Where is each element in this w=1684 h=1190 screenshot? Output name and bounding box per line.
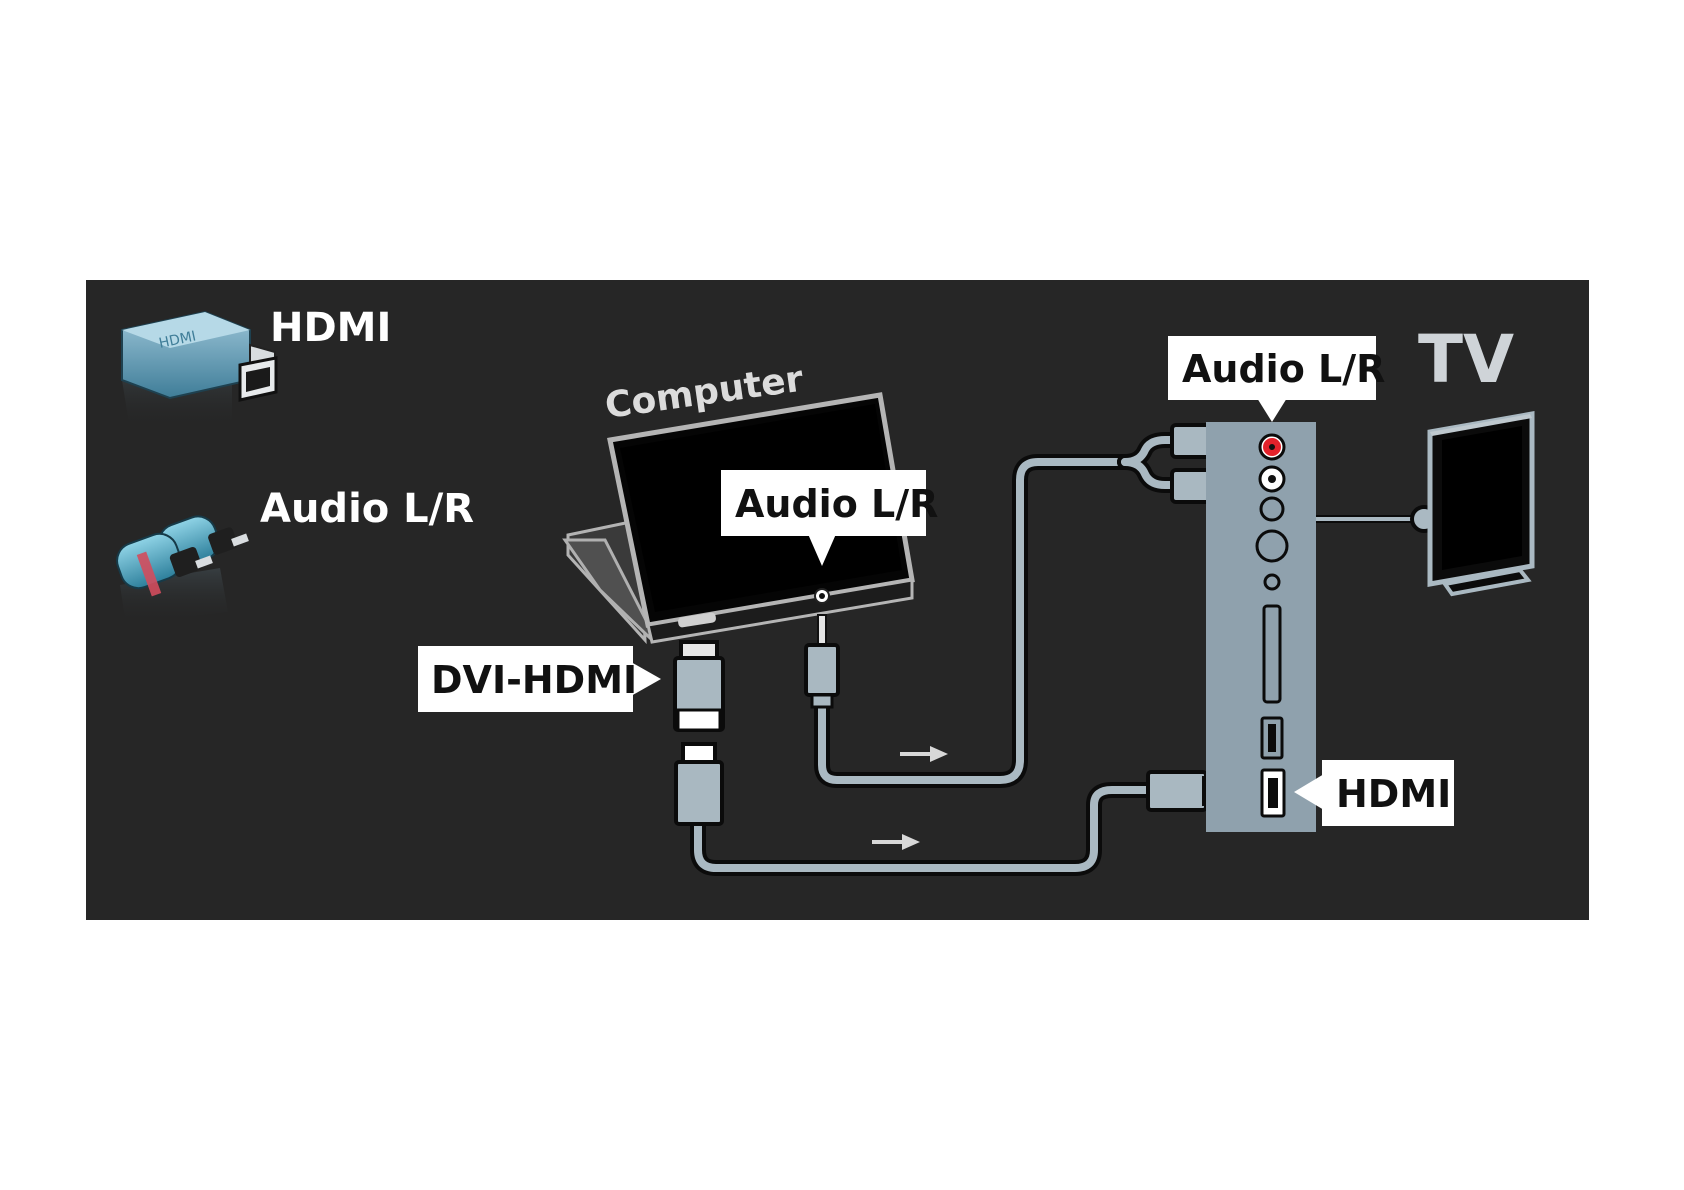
svg-text:HDMI: HDMI (158, 328, 198, 351)
tv-hdmi-callout: HDMI (1294, 760, 1454, 826)
tv-monitor-icon (1427, 411, 1535, 597)
arrow-right-icon (900, 746, 948, 762)
hdmi-plug-icon: HDMI (121, 310, 278, 430)
legend-hdmi-label: HDMI (270, 305, 391, 351)
tv-audio-label: Audio L/R (1182, 347, 1385, 391)
dvi-hdmi-label: DVI-HDMI (431, 658, 637, 702)
hdmi-plug-computer-side (674, 742, 724, 826)
arrow-right-icon (872, 834, 920, 850)
tv-title: TV (1418, 321, 1514, 398)
audio-cable (814, 432, 1183, 788)
legend-audio-label: Audio L/R (260, 486, 474, 532)
dvi-connector (673, 640, 725, 732)
tv-connector-panel (1206, 422, 1316, 832)
tv-audio-callout: Audio L/R (1168, 336, 1385, 422)
rca-plug-icon (116, 515, 249, 625)
hdmi-cable (690, 782, 1168, 876)
dvi-hdmi-callout: DVI-HDMI (418, 646, 661, 712)
tv-hdmi-label: HDMI (1336, 772, 1451, 816)
audio-jack-plug (804, 614, 840, 709)
computer-audio-callout: Audio L/R (721, 470, 938, 566)
computer-audio-label: Audio L/R (735, 482, 938, 526)
